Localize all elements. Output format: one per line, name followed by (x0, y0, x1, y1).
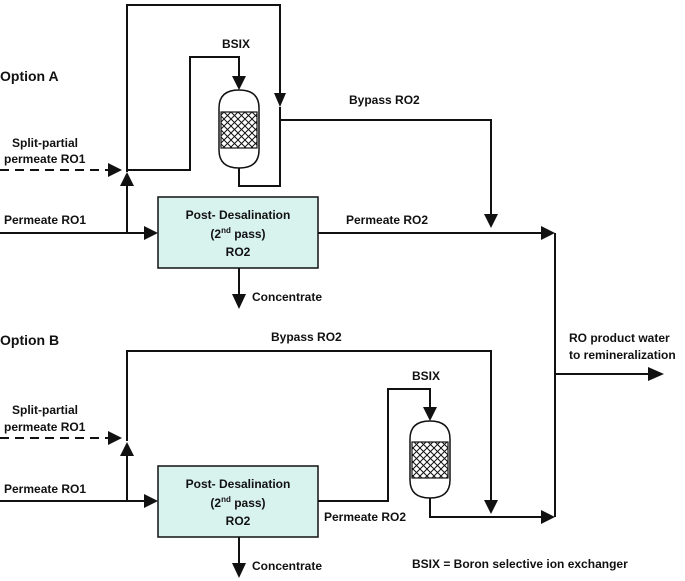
option-a-split-label-2: permeate RO1 (4, 152, 86, 166)
option-b-stem-arrowhead (120, 442, 134, 456)
option-a-bsix-label: BSIX (222, 37, 250, 51)
option-b-box-pass: (2nd pass) (210, 495, 265, 510)
option-a-bypass-line (280, 119, 492, 216)
option-b-outlet-arrowhead (541, 510, 555, 524)
option-a-bsix-outlet-line (238, 107, 281, 187)
product-label-2: to remineralization (569, 348, 676, 362)
option-b-split-arrowhead (108, 431, 122, 445)
option-b-bsix-arrowhead (423, 407, 437, 421)
option-a-bypass-arrowhead (484, 214, 498, 228)
option-a-title: Option A (0, 68, 59, 84)
option-b-concentrate-label: Concentrate (252, 559, 322, 573)
option-b-bypass-arrowhead (484, 500, 498, 514)
option-b-bsix-outlet-line (429, 498, 541, 518)
option-a-box-ro2: RO2 (226, 245, 251, 259)
option-a-stem-arrowhead (120, 172, 134, 186)
option-a-bsix-arrowhead (232, 76, 246, 90)
option-b-concentrate-arrowhead (232, 563, 246, 578)
option-a-split-arrowhead (108, 163, 122, 177)
option-a-outer-loop-line (126, 4, 281, 172)
option-a-concentrate-label: Concentrate (252, 290, 322, 304)
product-out-arrowhead (648, 367, 664, 381)
option-b-group: Option B Bypass RO2 BSIX Split-partial p… (0, 330, 555, 578)
option-b-bypass-label: Bypass RO2 (271, 330, 342, 344)
option-b-box-ro2: RO2 (226, 514, 251, 528)
option-b-permeate-out-label: Permeate RO2 (324, 510, 406, 524)
option-b-title: Option B (0, 332, 59, 348)
option-a-bsix-vessel (218, 89, 260, 169)
option-b-bypass-line (126, 350, 492, 502)
option-a-concentrate-arrowhead (232, 294, 246, 309)
option-b-split-label-2: permeate RO1 (4, 420, 86, 434)
option-b-split-label-1: Split-partial (12, 403, 78, 417)
option-b-bsix-vessel (409, 420, 451, 499)
option-b-permeate-out-line (318, 388, 431, 502)
option-a-permeate-in-label: Permeate RO1 (4, 213, 86, 227)
option-b-box-title: Post- Desalination (186, 477, 291, 491)
option-a-bsix-feed-line (127, 56, 240, 171)
option-a-permeate-out-arrowhead (541, 226, 555, 240)
option-a-permeate-in-arrowhead (144, 226, 158, 240)
option-a-split-label-1: Split-partial (12, 136, 78, 150)
option-a-box-pass: (2nd pass) (210, 226, 265, 241)
product-group: RO product water to remineralization (554, 233, 676, 517)
option-a-group: Option A BSIX Bypass RO2 Split-partial p… (0, 4, 555, 309)
option-b-permeate-in-label: Permeate RO1 (4, 482, 86, 496)
option-b-bsix-label: BSIX (412, 369, 440, 383)
option-a-permeate-out-label: Permeate RO2 (346, 213, 428, 227)
product-label-1: RO product water (569, 331, 670, 345)
option-a-bypass-label: Bypass RO2 (349, 93, 420, 107)
option-a-box-title: Post- Desalination (186, 208, 291, 222)
option-b-permeate-in-arrowhead (144, 494, 158, 508)
legend-text: BSIX = Boron selective ion exchanger (412, 557, 628, 571)
option-a-loop-arrowhead (274, 93, 286, 107)
